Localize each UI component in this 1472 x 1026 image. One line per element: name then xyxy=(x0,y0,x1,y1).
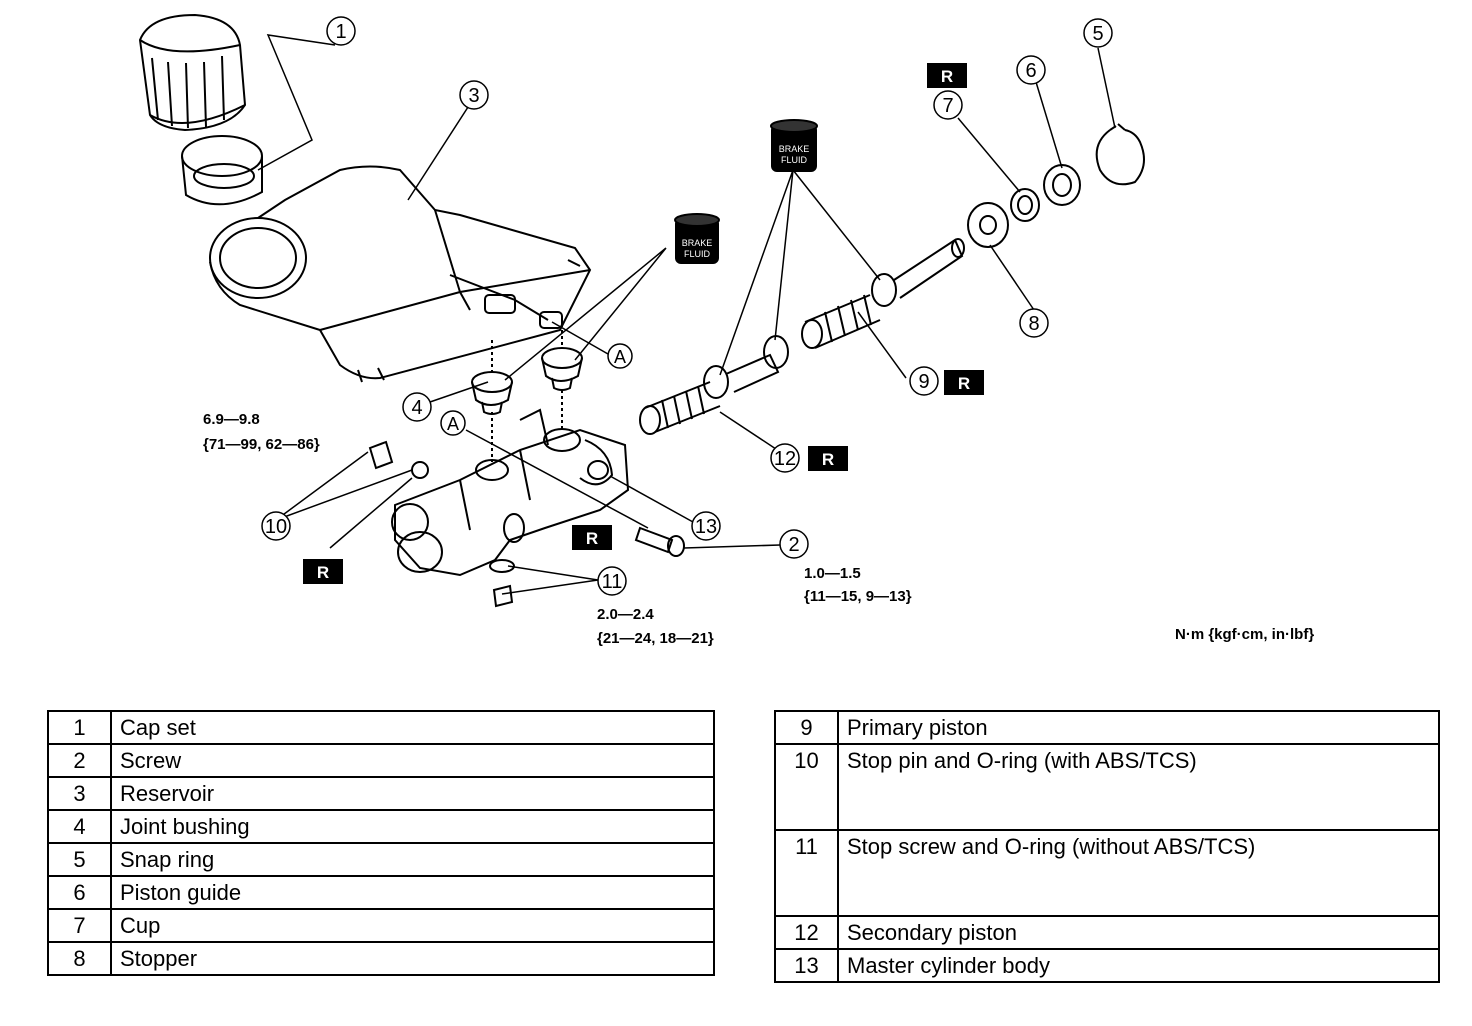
reference-letter-a-body: A xyxy=(447,414,459,434)
replace-mark-o-ring-10: R xyxy=(317,563,329,582)
part-number: 8 xyxy=(47,941,112,976)
callout-7: 7 xyxy=(942,95,953,117)
part-number: 12 xyxy=(774,915,839,950)
brake-fluid-can-piston: BRAKE FLUID xyxy=(770,119,818,172)
part-name: Cup xyxy=(110,908,715,943)
exploded-view-diagram: BRAKE FLUID BRAKE FLUID R R R R R xyxy=(138,13,1314,647)
reservoir-drawing xyxy=(209,165,592,383)
torque-units: N·m {kgf·cm, in·lbf} xyxy=(1175,626,1314,643)
part-name: Secondary piston xyxy=(837,915,1440,950)
master-cylinder-body-drawing xyxy=(391,408,630,577)
torque-stop-pin-kgf: {71—99, 62—86} xyxy=(203,436,320,453)
callout-2: 2 xyxy=(788,534,799,556)
part-name: Joint bushing xyxy=(110,809,715,844)
part-number: 4 xyxy=(47,809,112,844)
replace-mark-primary-piston: R xyxy=(958,374,970,393)
torque-screw-nm: 1.0—1.5 xyxy=(804,565,861,582)
part-name: Stop pin and O-ring (with ABS/TCS) xyxy=(837,743,1440,831)
callout-5: 5 xyxy=(1092,23,1103,45)
callout-13: 13 xyxy=(695,516,717,538)
part-name: Master cylinder body xyxy=(837,948,1440,983)
part-number: 13 xyxy=(774,948,839,983)
part-number: 10 xyxy=(774,743,839,831)
snap-ring-drawing xyxy=(1095,123,1145,186)
brake-fluid-label-1-line2: FLUID xyxy=(684,249,711,259)
replace-mark-o-ring-11: R xyxy=(586,529,598,548)
callout-6: 6 xyxy=(1025,60,1036,82)
part-name: Cap set xyxy=(110,710,715,745)
brake-fluid-can-reservoir: BRAKE FLUID xyxy=(674,213,720,264)
replace-mark: R R R R R xyxy=(303,63,984,584)
part-number: 1 xyxy=(47,710,112,745)
torque-stop-screw-nm: 2.0—2.4 xyxy=(597,606,654,623)
part-name: Primary piston xyxy=(837,710,1440,745)
callout-4: 4 xyxy=(411,397,422,419)
callout-3: 3 xyxy=(468,85,479,107)
secondary-piston-drawing xyxy=(639,335,789,435)
replace-mark-cup: R xyxy=(941,67,953,86)
leader-lines xyxy=(257,34,1116,595)
piston-guide-drawing xyxy=(1043,164,1081,206)
part-number: 3 xyxy=(47,776,112,811)
torque-stop-pin-nm: 6.9—9.8 xyxy=(203,411,260,428)
stop-screw-drawing xyxy=(489,559,515,608)
callout-12: 12 xyxy=(774,448,796,470)
cap-set-drawing xyxy=(138,13,263,206)
part-name: Snap ring xyxy=(110,842,715,877)
callout-8: 8 xyxy=(1028,313,1039,335)
brake-fluid-label-2-line2: FLUID xyxy=(781,155,808,165)
stopper-drawing xyxy=(967,202,1009,248)
part-number: 11 xyxy=(774,829,839,917)
callout-9: 9 xyxy=(918,371,929,393)
callout-10: 10 xyxy=(265,516,287,538)
primary-piston-drawing xyxy=(801,238,965,349)
part-number: 9 xyxy=(774,710,839,745)
part-name: Screw xyxy=(110,743,715,778)
stop-pin-drawing xyxy=(368,440,429,479)
part-name: Piston guide xyxy=(110,875,715,910)
part-number: 7 xyxy=(47,908,112,943)
part-number: 5 xyxy=(47,842,112,877)
replace-mark-secondary-piston: R xyxy=(822,450,834,469)
torque-stop-screw-kgf: {21—24, 18—21} xyxy=(597,630,714,647)
part-name: Reservoir xyxy=(110,776,715,811)
cup-drawing xyxy=(1010,188,1040,222)
callout-1: 1 xyxy=(335,21,346,43)
part-name: Stop screw and O-ring (without ABS/TCS) xyxy=(837,829,1440,917)
part-number: 2 xyxy=(47,743,112,778)
part-number: 6 xyxy=(47,875,112,910)
screw-drawing xyxy=(634,526,685,557)
part-name: Stopper xyxy=(110,941,715,976)
brake-fluid-label-1-line1: BRAKE xyxy=(682,238,713,248)
callout-11: 11 xyxy=(602,571,623,593)
reference-letter-a-reservoir: A xyxy=(614,347,626,367)
torque-screw-kgf: {11—15, 9—13} xyxy=(804,588,912,605)
brake-fluid-label-2-line1: BRAKE xyxy=(779,144,810,154)
